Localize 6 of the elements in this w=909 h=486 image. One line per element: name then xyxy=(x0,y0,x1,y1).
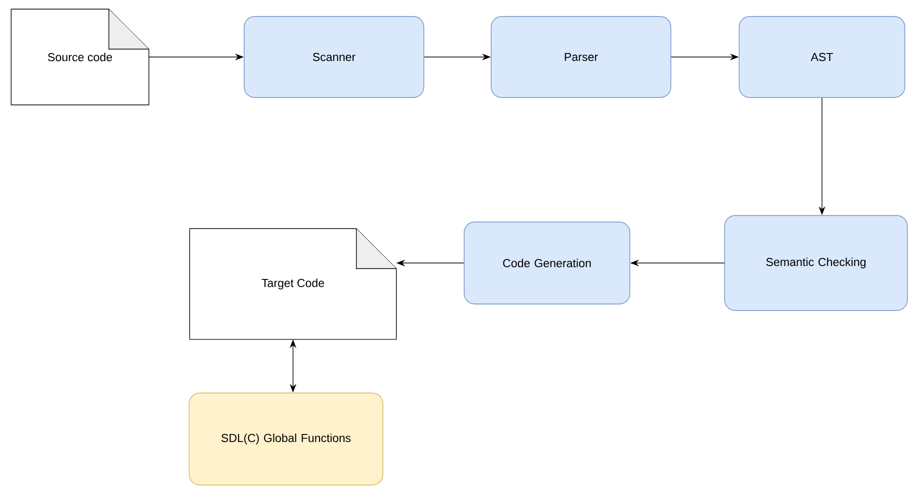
library-box: SDL(C) Global Functions xyxy=(188,392,384,486)
process-box: AST xyxy=(738,16,906,98)
process-box: Semantic Checking xyxy=(724,215,908,311)
process-box: Code Generation xyxy=(464,222,630,304)
process-box: Scanner xyxy=(244,16,424,98)
process-box: Parser xyxy=(490,16,672,98)
